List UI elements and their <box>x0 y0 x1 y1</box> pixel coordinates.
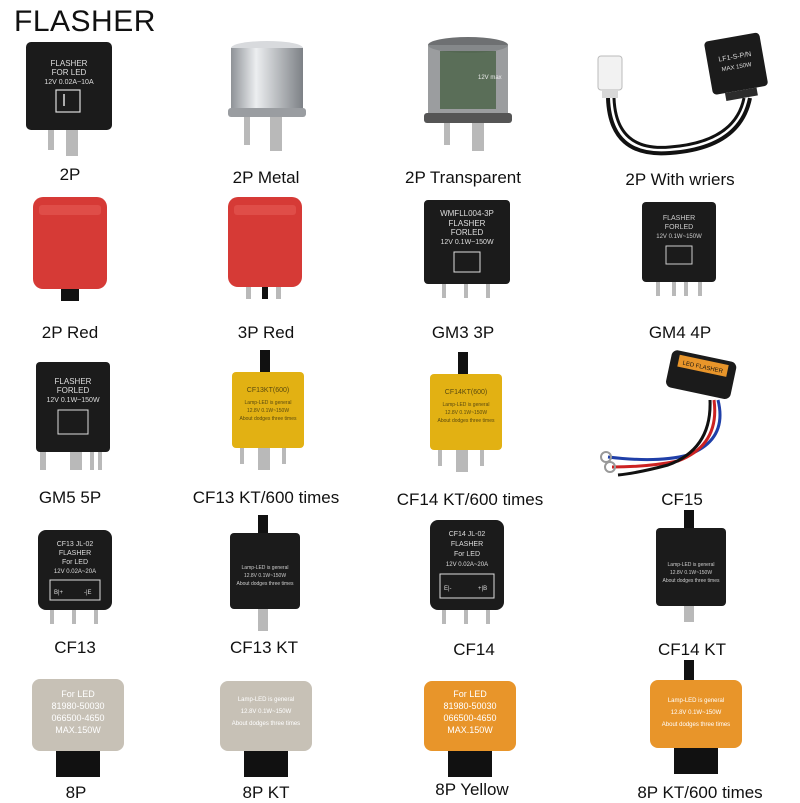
label-line: About dodges three times <box>232 721 300 727</box>
label-line: 12V 0.02A~10A <box>44 79 94 86</box>
label-line: 12.8V 0.1W~150W <box>241 709 292 715</box>
label-line: CF14KT(600) <box>445 389 487 396</box>
label-line: 12.8V 0.1W~150W <box>244 573 286 579</box>
label-line: MAX 150W <box>721 62 752 73</box>
product-2p-metal[interactable] <box>222 40 312 165</box>
product-2p-transparent[interactable]: 12V max <box>420 35 520 160</box>
label-line: CF13 JL-02 <box>57 541 94 548</box>
product-cf13-kt[interactable]: Lamp-LED is general 12.8V 0.1W~150W Abou… <box>228 515 308 640</box>
page-title: FLASHER <box>14 5 156 38</box>
label-line: CF14 JL-02 <box>449 531 486 538</box>
label-line: 12V 0.1W~150W <box>656 234 702 240</box>
caption: 8P KT/600 times <box>637 783 763 802</box>
label-line: CF13KT(600) <box>247 387 289 394</box>
label-line: 81980-50030 <box>443 701 496 711</box>
label-line: MAX.150W <box>55 725 101 735</box>
label-line: FLASHER <box>451 541 483 548</box>
caption: GM4 4P <box>648 323 712 342</box>
label-line: 066500-4650 <box>443 713 496 723</box>
product-3p-red[interactable] <box>222 195 312 310</box>
product-cf15[interactable]: LED FLASHER <box>588 345 788 490</box>
caption: 2P Red <box>41 323 99 342</box>
product-8p-kt[interactable]: Lamp-LED is general 12.8V 0.1W~150W Abou… <box>216 675 316 795</box>
label-line: B|+ <box>54 590 64 596</box>
caption: CF15 <box>661 490 703 509</box>
label-line: 12.8V 0.1W~150W <box>445 410 487 416</box>
label-line: FORLED <box>451 228 484 237</box>
caption: GM5 5P <box>38 488 102 507</box>
product-2p-with-wires[interactable]: LF1-S-P/N MAX 150W <box>590 28 790 173</box>
label-line: FORLED <box>57 386 90 395</box>
caption: GM3 3P <box>431 323 495 342</box>
caption: 8P Yellow <box>435 780 509 799</box>
label-line: For LED <box>61 689 95 699</box>
product-2p-red[interactable] <box>25 195 115 320</box>
label-line: About dodges three times <box>663 578 720 584</box>
label-line: Lamp-LED is general <box>668 562 715 568</box>
label-line: 12.8V 0.1W~150W <box>670 570 712 576</box>
caption: 2P Metal <box>232 168 300 187</box>
label-line: 12V 0.02A~20A <box>54 569 96 575</box>
product-8p[interactable]: For LED 81980-50030 066500-4650 MAX.150W <box>28 675 128 795</box>
label-line: Lamp-LED is general <box>245 400 292 406</box>
product-2p[interactable]: FLASHER FOR LED 12V 0.02A~10A <box>20 42 120 167</box>
caption: 8P KT <box>242 783 290 802</box>
label-line: About dodges three times <box>438 418 495 424</box>
label-line: About dodges three times <box>662 722 730 728</box>
label-line: For LED <box>454 551 480 558</box>
label-line: 12V 0.1W~150W <box>440 239 494 246</box>
label-line: MAX.150W <box>447 725 493 735</box>
label-line: 12V 0.02A~20A <box>446 562 488 568</box>
product-cf13-kt-600[interactable]: CF13KT(600) Lamp-LED is general 12.8V 0.… <box>226 350 316 480</box>
product-8p-kt-600[interactable]: Lamp-LED is general 12.8V 0.1W~150W Abou… <box>646 660 746 790</box>
label-line: 12.8V 0.1W~150W <box>671 710 722 716</box>
product-gm3-3p[interactable]: WMFLL004-3P FLASHER FORLED 12V 0.1W~150W <box>420 200 520 315</box>
product-gm4-4p[interactable]: FLASHER FORLED 12V 0.1W~150W <box>640 202 720 307</box>
label-line: For LED <box>62 559 88 566</box>
caption: 2P <box>59 165 81 184</box>
caption: 2P With wriers <box>625 170 735 189</box>
caption: CF13 KT <box>229 638 299 657</box>
caption: 3P Red <box>237 323 295 342</box>
caption: CF14 KT <box>657 640 727 659</box>
label-line: 81980-50030 <box>51 701 104 711</box>
product-cf13[interactable]: CF13 JL-02 FLASHER For LED 12V 0.02A~20A… <box>38 530 118 640</box>
caption: 2P Transparent <box>405 168 521 187</box>
label-line: 12V 0.1W~150W <box>46 397 100 404</box>
caption: 8P <box>65 783 87 802</box>
product-cf14[interactable]: CF14 JL-02 FLASHER For LED 12V 0.02A~20A… <box>430 520 510 640</box>
label-line: FLASHER <box>51 59 88 68</box>
label-line: +|B <box>478 586 487 592</box>
label-line: Lamp-LED is general <box>242 565 289 571</box>
caption: CF14 KT/600 times <box>396 490 544 509</box>
label-line: WMFLL004-3P <box>440 209 494 218</box>
label-line: FORLED <box>665 224 693 231</box>
label-line: About dodges three times <box>237 581 294 587</box>
product-8p-yellow[interactable]: For LED 81980-50030 066500-4650 MAX.150W <box>420 675 520 795</box>
label-line: 12.8V 0.1W~150W <box>247 408 289 414</box>
product-cf14-kt-600[interactable]: CF14KT(600) Lamp-LED is general 12.8V 0.… <box>424 352 514 482</box>
label-line: FLASHER <box>663 215 695 222</box>
caption: CF13 <box>54 638 96 657</box>
label-line: -|E <box>84 590 92 596</box>
product-cf14-kt[interactable]: Lamp-LED is general 12.8V 0.1W~150W Abou… <box>656 510 736 630</box>
label-line: 12V max <box>478 75 502 81</box>
label-line: Lamp-LED is general <box>443 402 490 408</box>
product-gm5-5p[interactable]: FLASHER FORLED 12V 0.1W~150W <box>34 362 114 477</box>
label-line: FLASHER <box>449 219 486 228</box>
label-line: Lamp-LED is general <box>668 698 724 704</box>
label-line: FOR LED <box>52 68 87 77</box>
label-line: FLASHER <box>59 550 91 557</box>
label-line: 066500-4650 <box>51 713 104 723</box>
caption: CF14 <box>453 640 495 659</box>
label-line: Lamp-LED is general <box>238 697 294 703</box>
label-line: FLASHER <box>55 377 92 386</box>
label-line: About dodges three times <box>240 416 297 422</box>
label-line: E|- <box>444 586 452 592</box>
caption: CF13 KT/600 times <box>192 488 340 507</box>
label-line: For LED <box>453 689 487 699</box>
